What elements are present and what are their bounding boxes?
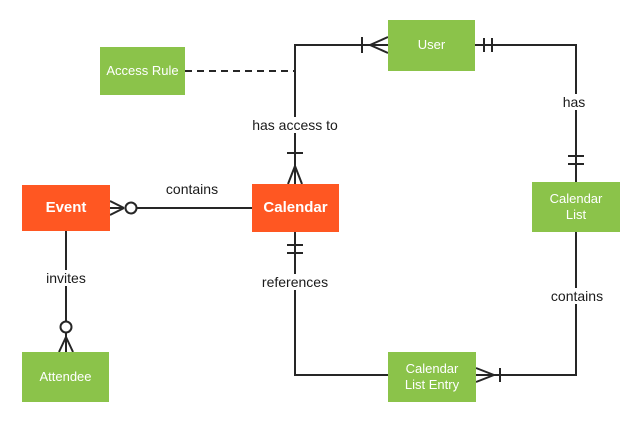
entity-access-rule: Access Rule — [100, 47, 185, 95]
relationship-label-has-access-to: has access to — [250, 117, 340, 133]
entity-attendee-label: Attendee — [39, 368, 92, 384]
relationship-label-references: references — [259, 274, 331, 290]
entity-event: Event — [22, 185, 110, 231]
line-calendar-list-entry — [476, 232, 577, 376]
relationship-label-has: has — [560, 94, 588, 110]
entity-user-label: User — [417, 37, 446, 53]
line-user-calendar-list — [475, 44, 577, 182]
relationship-label-contains-entries: contains — [548, 288, 606, 304]
crows-foot-many-icon — [287, 165, 303, 185]
entity-calendar-list-entry: Calendar List Entry — [388, 352, 476, 402]
crows-foot-many-icon — [369, 36, 389, 54]
entity-attendee: Attendee — [22, 352, 109, 402]
one-and-only-one-ticks-icon — [483, 38, 493, 52]
connector-calendar-list-entry — [475, 232, 577, 383]
entity-access-rule-label: Access Rule — [106, 62, 179, 78]
connector-user-calendar-list — [475, 38, 584, 182]
entity-calendar: Calendar — [252, 184, 339, 232]
line-calendar-user — [294, 44, 388, 184]
entity-calendar-list-label: Calendar List — [549, 190, 603, 222]
relationship-label-contains-events: contains — [163, 181, 221, 197]
crows-foot-many-icon — [58, 336, 74, 353]
entity-event-label: Event — [45, 198, 87, 216]
entity-user: User — [388, 20, 475, 71]
one-and-only-one-ticks-icon — [568, 155, 584, 165]
connector-event-calendar — [109, 200, 252, 216]
zero-ring-icon — [124, 201, 138, 215]
crows-foot-many-icon — [475, 367, 495, 383]
one-and-only-one-ticks-icon — [287, 244, 303, 254]
zero-ring-icon — [59, 320, 73, 334]
relationship-label-invites: invites — [44, 270, 88, 286]
crows-foot-many-icon — [109, 200, 125, 216]
connector-event-attendee — [58, 231, 74, 353]
entity-calendar-list: Calendar List — [532, 182, 620, 232]
entity-calendar-list-entry-label: Calendar List Entry — [404, 360, 460, 392]
entity-calendar-label: Calendar — [263, 198, 328, 216]
line-calendar-entry — [294, 232, 388, 376]
connector-calendar-user — [287, 36, 389, 185]
connector-calendar-entry — [287, 232, 388, 376]
